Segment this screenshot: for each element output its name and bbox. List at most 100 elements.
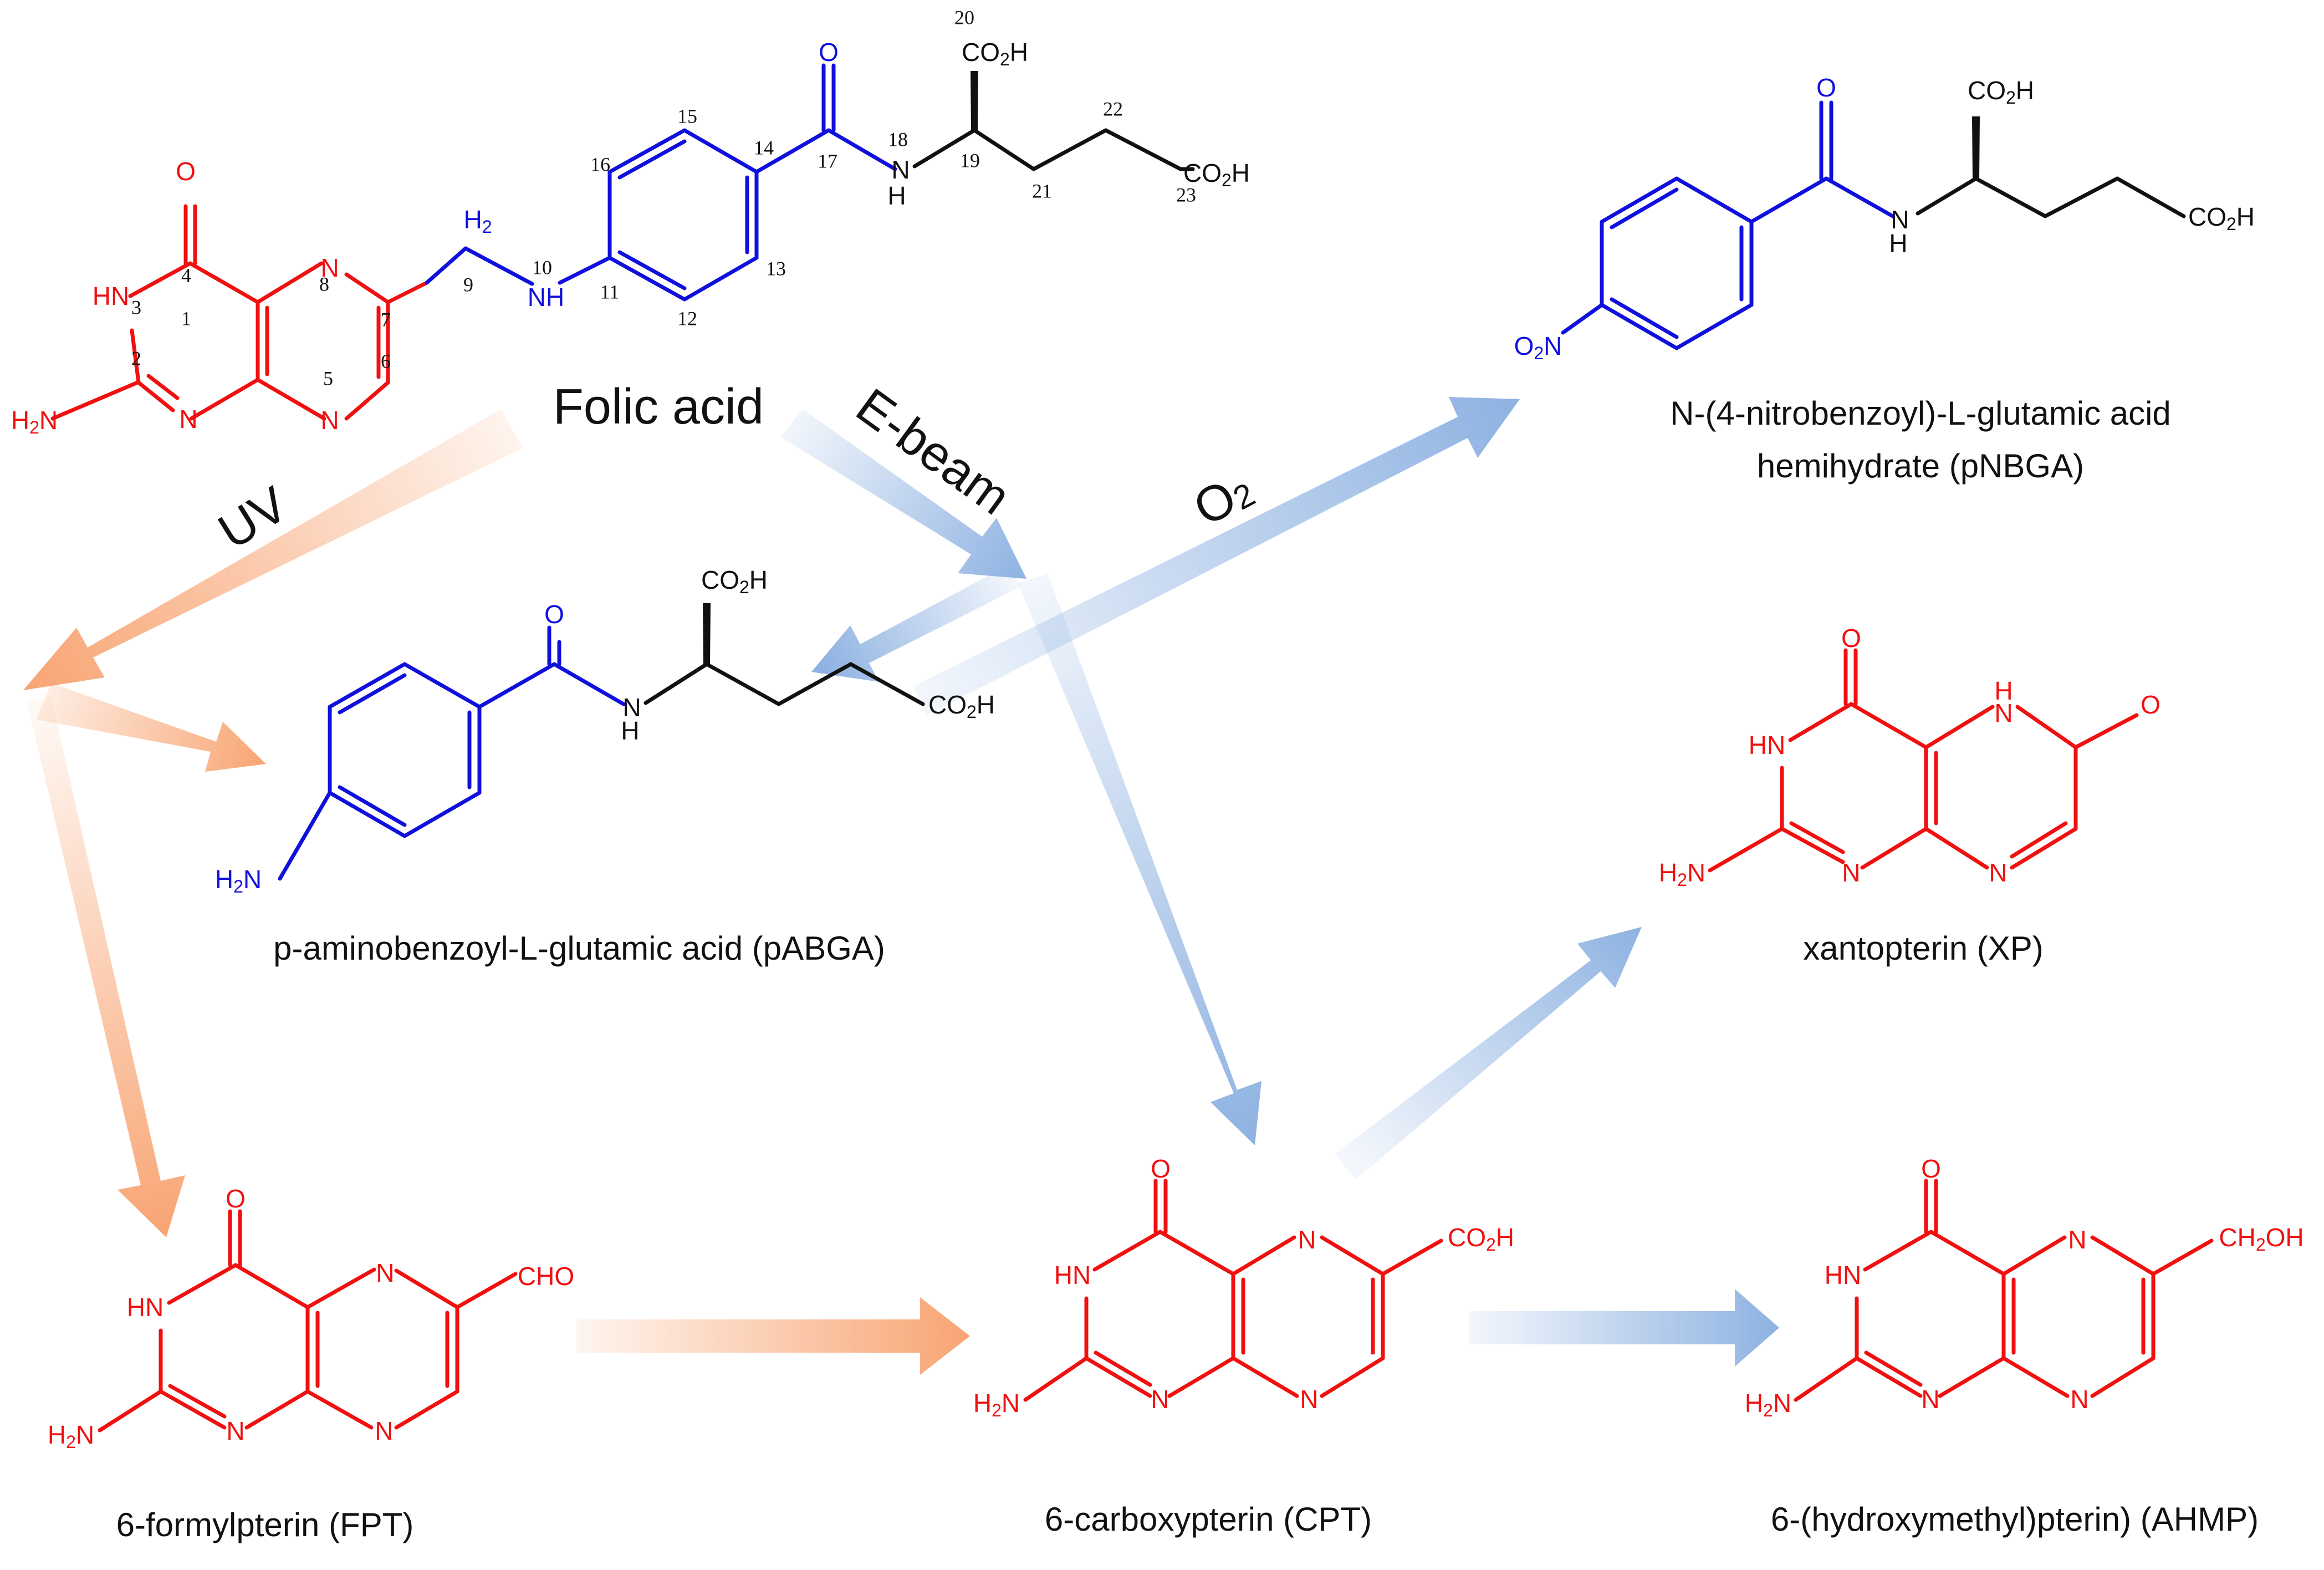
atom-o: O: [226, 1184, 246, 1213]
atom-hn: HN: [1825, 1261, 1861, 1289]
xp-structure: [1708, 648, 2139, 873]
arrow-uv-to-fpt: [27, 696, 185, 1237]
atom-h: H: [1889, 229, 1907, 258]
name-pabga: p-aminobenzoyl-L-glutamic acid (pABGA): [273, 930, 885, 967]
atom-o: O: [1816, 73, 1836, 102]
cpt-atoms: O HN N N N CO2​H H2​N: [973, 1154, 1514, 1420]
number-17: 17: [818, 150, 837, 172]
atom-n1: N: [1151, 1385, 1169, 1414]
atom-hn3: HN: [93, 282, 129, 310]
atom-h2n: H2​N: [48, 1420, 94, 1452]
atom-n: N: [1891, 205, 1909, 234]
atom-h2: H2​: [463, 205, 492, 237]
ebeam-arrows: [780, 397, 1779, 1367]
number-13: 13: [766, 257, 786, 279]
number-7: 7: [381, 308, 391, 330]
atom-hn: HN: [1749, 731, 1785, 759]
atom-o: O: [1841, 624, 1861, 653]
pnbga-structure: O2​N O N H CO2​H CO2​H: [1514, 73, 2255, 363]
uv-arrows: [23, 409, 970, 1375]
number-9: 9: [463, 273, 473, 295]
number-21: 21: [1032, 180, 1052, 202]
atom-n8: N: [1989, 858, 2007, 887]
atom-cho: CHO: [518, 1262, 574, 1291]
atom-numbering: 1 2 3 4 5 6 7 8 9 10 11 12 13 14 15 16 1…: [131, 6, 1196, 389]
atom-n8: N: [376, 1258, 394, 1287]
name-pnbga-line1: N-(4-nitrobenzoyl)-L-glutamic acid: [1670, 395, 2171, 432]
atom-n8: N: [2068, 1225, 2086, 1254]
ahmp-atoms: O HN N N N CH2​OH H2​N: [1745, 1154, 2304, 1420]
atom-o: O: [1151, 1154, 1171, 1183]
atom-o4: O: [176, 157, 196, 186]
number-10: 10: [532, 256, 552, 278]
arrow-cpt-to-ahmp: [1469, 1289, 1779, 1367]
number-23: 23: [1176, 183, 1196, 206]
atom-co2h-20: CO2​H: [962, 38, 1028, 69]
atom-nh: H: [1994, 676, 2013, 705]
number-15: 15: [677, 105, 697, 127]
arrow-ebeam-to-cpt: [1018, 573, 1261, 1145]
name-ahmp: 6-(hydroxymethyl)pterin) (AHMP): [1771, 1501, 2259, 1538]
number-1: 1: [181, 307, 191, 329]
pterin-bonds: [50, 204, 429, 421]
number-5: 5: [323, 367, 333, 389]
atom-co2h-end: CO2​H: [2188, 202, 2255, 234]
atom-h2n: H2​N: [1745, 1389, 1791, 1420]
number-11: 11: [600, 281, 620, 303]
atom-co2h: CO2​H: [1448, 1223, 1514, 1255]
atom-n18: N: [891, 155, 910, 184]
atom-hn: HN: [127, 1293, 164, 1322]
atom-o: O: [544, 600, 564, 629]
fpt-structure: [98, 1209, 518, 1433]
name-fpt: 6-formylpterin (FPT): [116, 1506, 414, 1543]
number-2: 2: [131, 347, 141, 369]
number-18: 18: [888, 128, 908, 150]
atom-n8: N: [320, 253, 339, 282]
arrow-folic-to-uv-node: [23, 409, 523, 690]
atom-ch2oh: CH2​OH: [2219, 1223, 2303, 1255]
arrow-to-pabga: [811, 564, 1021, 682]
atom-o17: O: [819, 38, 839, 67]
atom-co2h-23: CO2​H: [1183, 159, 1250, 190]
cpt-structure: [1023, 1179, 1443, 1402]
atom-n5: N: [1300, 1385, 1318, 1414]
atom-co2h-top: CO2​H: [701, 565, 768, 597]
atom-o-keto: O: [2141, 690, 2160, 719]
atom-n5: N: [375, 1416, 393, 1445]
number-14: 14: [754, 136, 774, 159]
linker-bonds: [425, 63, 897, 302]
number-4: 4: [181, 264, 191, 286]
wedge-bond: [971, 71, 978, 130]
atom-h2n: H2​N: [1659, 858, 1705, 890]
atom-h2n: H2​N: [11, 406, 58, 437]
atom-n5: N: [1994, 699, 2013, 727]
atom-co2h-end: CO2​H: [928, 690, 995, 722]
arrow-fpt-to-cpt: [576, 1297, 970, 1375]
atom-n5: N: [320, 406, 339, 435]
arrow-cpt-to-xp: [1335, 927, 1642, 1180]
atom-o: O: [1921, 1154, 1941, 1183]
atom-hn: HN: [1054, 1261, 1091, 1289]
folic-acid-structure: O HN N N N H2​N H2​ NH O N H CO2​H CO2​H…: [11, 6, 1250, 437]
arrow-folic-to-ebeam-node: [780, 409, 1026, 579]
number-8: 8: [319, 273, 329, 295]
atom-h18: H: [887, 181, 906, 210]
atom-n1: N: [1842, 858, 1860, 887]
number-22: 22: [1103, 98, 1123, 120]
fpt-atoms: O HN N N N CHO H2​N: [48, 1184, 574, 1452]
number-19: 19: [960, 149, 980, 171]
atom-co2h-top: CO2​H: [1968, 76, 2034, 108]
atom-n1: N: [179, 405, 197, 434]
name-cpt: 6-carboxypterin (CPT): [1045, 1501, 1372, 1538]
name-pnbga-line2: hemihydrate (pNBGA): [1757, 447, 2084, 485]
number-16: 16: [590, 153, 610, 175]
number-6: 6: [381, 350, 391, 372]
atom-n1: N: [1921, 1385, 1939, 1414]
number-3: 3: [131, 296, 141, 318]
atom-n: N: [622, 693, 641, 722]
xp-atoms: O H N O HN N N H2​N: [1659, 624, 2160, 890]
atom-n8: N: [1298, 1225, 1316, 1254]
atom-n5: N: [2070, 1385, 2088, 1414]
